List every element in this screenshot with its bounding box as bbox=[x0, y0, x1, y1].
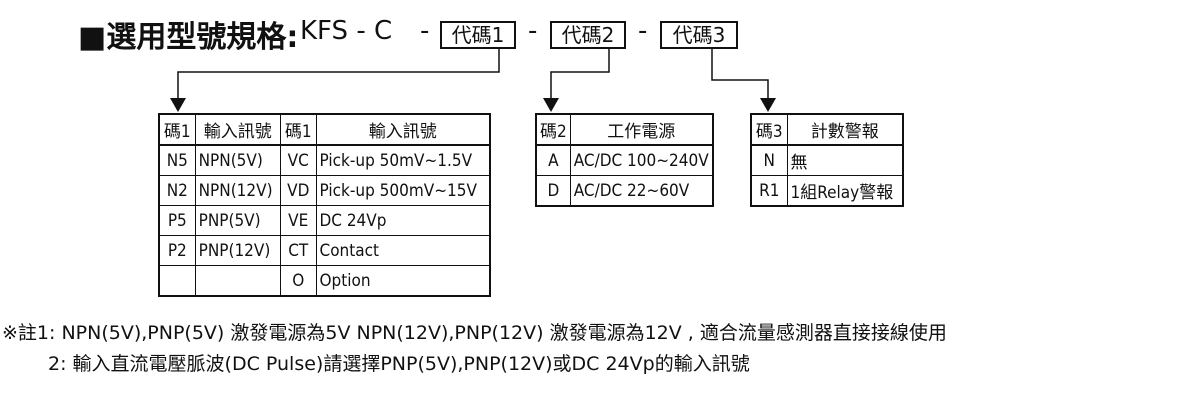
separator-3: - bbox=[638, 16, 648, 46]
spec-title-text: 選用型號規格: bbox=[106, 20, 299, 55]
table-cell: DC 24Vp bbox=[315, 205, 491, 236]
table-cell: 1組Relay警報 bbox=[786, 175, 904, 207]
table-row: R1 1組Relay警報 bbox=[750, 175, 904, 207]
table-cell: NPN(5V) bbox=[194, 144, 281, 176]
note-2: 2: 輸入直流電壓脈波(DC Pulse)請選擇PNP(5V),PNP(12V)… bbox=[48, 353, 750, 375]
table-cell: Option bbox=[315, 265, 491, 297]
table-cell: AC/DC 100~240V bbox=[569, 144, 714, 176]
table-cell: NPN(12V) bbox=[194, 175, 281, 206]
table-cell: Contact bbox=[315, 235, 491, 266]
table-header-cell: 工作電源 bbox=[569, 113, 714, 146]
table-header-cell: 輸入訊號 bbox=[194, 113, 281, 146]
table-cell bbox=[194, 265, 281, 297]
table-cell: CT bbox=[279, 235, 317, 266]
code-box-2: 代碼2 bbox=[550, 21, 626, 49]
table-cell: PNP(5V) bbox=[194, 205, 281, 236]
table-cell: PNP(12V) bbox=[194, 235, 281, 266]
code-box-1: 代碼1 bbox=[440, 21, 516, 49]
table-header-cell: 碼1 bbox=[158, 113, 196, 146]
arrow-down-icon bbox=[170, 98, 186, 112]
table-cell: AC/DC 22~60V bbox=[569, 175, 714, 207]
separator-1: - bbox=[420, 16, 430, 46]
table-row: O Option bbox=[158, 265, 491, 297]
table-cell: VE bbox=[279, 205, 317, 236]
alarm-table: 碼3 計數警報 N 無 R1 1組Relay警報 bbox=[750, 113, 904, 207]
note-1: ※註1: NPN(5V),PNP(5V) 激發電源為5V NPN(12V),PN… bbox=[2, 322, 947, 344]
separator-2: - bbox=[528, 16, 538, 46]
table-cell: N bbox=[750, 144, 788, 176]
table-header-row: 碼2 工作電源 bbox=[535, 113, 714, 146]
table-cell: P2 bbox=[158, 235, 196, 266]
table-row: D AC/DC 22~60V bbox=[535, 175, 714, 207]
table-header-row: 碼3 計數警報 bbox=[750, 113, 904, 146]
table-cell: 無 bbox=[786, 144, 904, 176]
table-header-cell: 計數警報 bbox=[786, 113, 904, 146]
spec-title: ■選用型號規格: bbox=[78, 12, 298, 56]
table-cell: VD bbox=[279, 175, 317, 206]
table-row: P5 PNP(5V) VE DC 24Vp bbox=[158, 205, 491, 236]
table-header-cell: 碼3 bbox=[750, 113, 788, 146]
input-signal-table: 碼1 輸入訊號 碼1 輸入訊號 N5 NPN(5V) VC Pick-up 50… bbox=[158, 113, 491, 297]
table-cell: N5 bbox=[158, 144, 196, 176]
arrow-down-icon bbox=[543, 98, 559, 112]
table-row: N 無 bbox=[750, 144, 904, 176]
table-cell: A bbox=[535, 144, 571, 176]
square-bullet-icon: ■ bbox=[78, 20, 107, 55]
power-supply-table: 碼2 工作電源 A AC/DC 100~240V D AC/DC 22~60V bbox=[535, 113, 714, 207]
table-header-cell: 碼1 bbox=[279, 113, 317, 146]
table-row: N2 NPN(12V) VD Pick-up 500mV~15V bbox=[158, 175, 491, 206]
table-row: A AC/DC 100~240V bbox=[535, 144, 714, 176]
table-cell: O bbox=[279, 265, 317, 297]
table-header-row: 碼1 輸入訊號 碼1 輸入訊號 bbox=[158, 113, 491, 146]
table-cell: Pick-up 50mV~1.5V bbox=[315, 144, 491, 176]
table-header-cell: 碼2 bbox=[535, 113, 571, 146]
model-prefix: KFS - C bbox=[300, 16, 393, 46]
arrow-down-icon bbox=[760, 98, 776, 112]
table-cell: D bbox=[535, 175, 571, 207]
table-row: N5 NPN(5V) VC Pick-up 50mV~1.5V bbox=[158, 144, 491, 176]
table-header-cell: 輸入訊號 bbox=[315, 113, 491, 146]
code-box-3: 代碼3 bbox=[660, 21, 738, 49]
table-row: P2 PNP(12V) CT Contact bbox=[158, 235, 491, 266]
table-cell bbox=[158, 265, 196, 297]
table-cell: Pick-up 500mV~15V bbox=[315, 175, 491, 206]
table-cell: N2 bbox=[158, 175, 196, 206]
table-cell: R1 bbox=[750, 175, 788, 207]
table-cell: VC bbox=[279, 144, 317, 176]
table-cell: P5 bbox=[158, 205, 196, 236]
